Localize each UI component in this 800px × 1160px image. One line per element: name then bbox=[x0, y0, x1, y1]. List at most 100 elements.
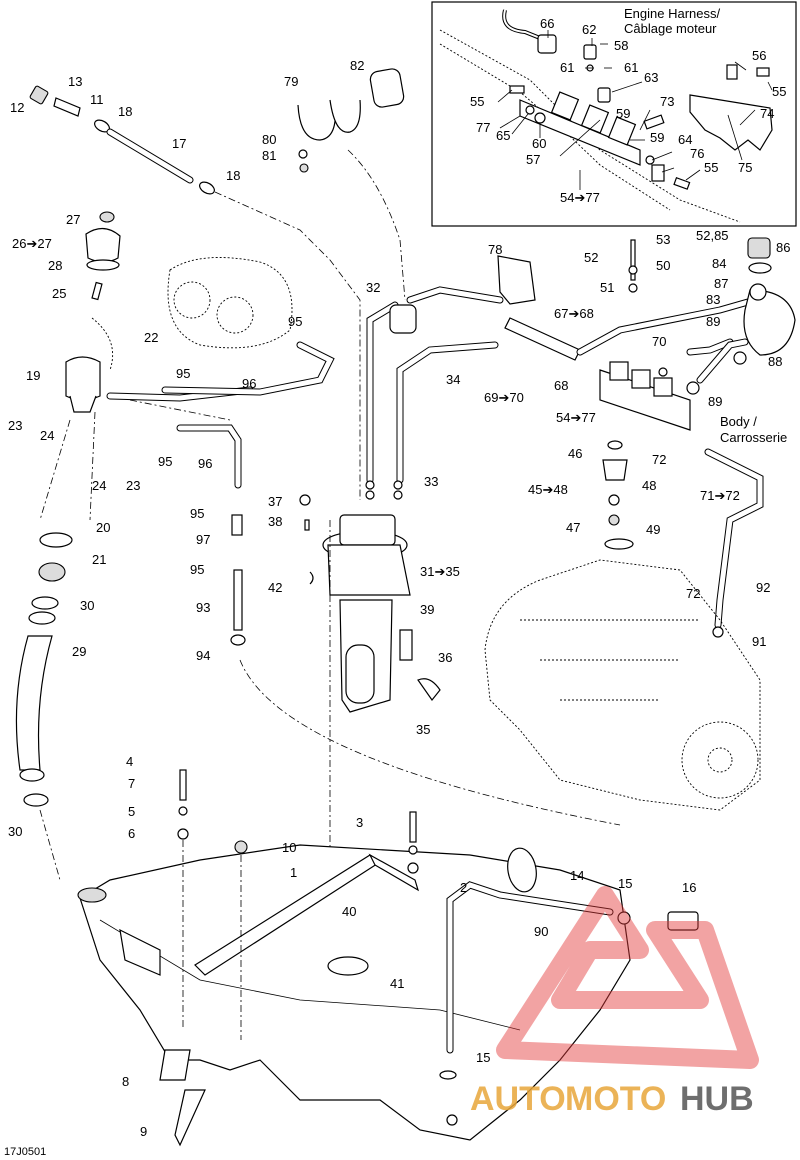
callout-33: 33 bbox=[424, 474, 438, 489]
watermark-logo: AUTO MOTO HUB bbox=[470, 886, 759, 1118]
callout-96a: 96 bbox=[242, 376, 256, 391]
diagram-code: 17J0501 bbox=[4, 1146, 46, 1158]
callout-11: 11 bbox=[90, 92, 104, 107]
callout-15a: 15 bbox=[618, 876, 632, 891]
callout-87: 87 bbox=[714, 276, 728, 291]
callout-71: 71➔72 bbox=[700, 488, 740, 503]
callout-37: 37 bbox=[268, 494, 282, 509]
callout-1: 1 bbox=[290, 865, 297, 880]
callout-26: 26➔27 bbox=[12, 236, 52, 251]
callout-52: 52 bbox=[584, 250, 598, 265]
fuel-rail-assembly bbox=[497, 237, 796, 638]
callout-82: 82 bbox=[350, 58, 364, 73]
callout-95b: 95 bbox=[176, 366, 190, 381]
callout-28: 28 bbox=[48, 258, 62, 273]
fuel-rail-inset bbox=[431, 1, 797, 227]
callout-72b: 72 bbox=[686, 586, 700, 601]
callout-32: 32 bbox=[366, 280, 380, 295]
callout-14: 14 bbox=[570, 868, 584, 883]
callout-76: 76 bbox=[690, 146, 704, 161]
hose-clamps-top bbox=[297, 68, 406, 301]
callout-5: 5 bbox=[128, 804, 135, 819]
callout-53: 53 bbox=[656, 232, 670, 247]
callout-62: 62 bbox=[582, 22, 596, 37]
callout-94: 94 bbox=[196, 648, 210, 663]
fuel-tank bbox=[77, 769, 699, 1147]
callout-68: 68 bbox=[554, 378, 568, 393]
body-label-fr: Carrosserie bbox=[720, 430, 787, 445]
callout-89a: 89 bbox=[706, 314, 720, 329]
callout-80: 80 bbox=[262, 132, 276, 147]
callout-38: 38 bbox=[268, 514, 282, 529]
callout-42: 42 bbox=[268, 580, 282, 595]
callout-18b: 18 bbox=[226, 168, 240, 183]
callout-73: 73 bbox=[660, 94, 674, 109]
callout-21: 21 bbox=[92, 552, 106, 567]
callout-64: 64 bbox=[678, 132, 692, 147]
watermark-text-hub: HUB bbox=[680, 1080, 754, 1118]
callout-95c: 95 bbox=[158, 454, 172, 469]
watermark-text-moto: MOTO bbox=[565, 1080, 666, 1118]
callout-55b: 55 bbox=[772, 84, 786, 99]
callout-56: 56 bbox=[752, 48, 766, 63]
callout-95e: 95 bbox=[190, 562, 204, 577]
callout-55a: 55 bbox=[470, 94, 484, 109]
callout-8: 8 bbox=[122, 1074, 129, 1089]
callout-59a: 59 bbox=[616, 106, 630, 121]
callout-79: 79 bbox=[284, 74, 298, 89]
callout-18a: 18 bbox=[118, 104, 132, 119]
callout-74: 74 bbox=[760, 106, 774, 121]
callout-34: 34 bbox=[446, 372, 460, 387]
engine-harness-label-fr: Câblage moteur bbox=[624, 21, 717, 36]
callout-39: 39 bbox=[420, 602, 434, 617]
callout-97: 97 bbox=[196, 532, 210, 547]
callout-46: 46 bbox=[568, 446, 582, 461]
callout-17: 17 bbox=[172, 136, 186, 151]
callout-30b: 30 bbox=[8, 824, 22, 839]
callout-66: 66 bbox=[540, 16, 554, 31]
callout-60: 60 bbox=[532, 136, 546, 151]
callout-83: 83 bbox=[706, 292, 720, 307]
callout-55c: 55 bbox=[704, 160, 718, 175]
watermark-text-auto: AUTO bbox=[470, 1080, 566, 1118]
filler-neck-assembly bbox=[39, 211, 121, 521]
callout-78: 78 bbox=[488, 242, 502, 257]
callout-77: 77 bbox=[476, 120, 490, 135]
callout-45: 45➔48 bbox=[528, 482, 568, 497]
callout-57: 57 bbox=[526, 152, 540, 167]
callout-81: 81 bbox=[262, 148, 276, 163]
callout-54b: 54➔77 bbox=[556, 410, 596, 425]
callout-22: 22 bbox=[144, 330, 158, 345]
callout-48: 48 bbox=[642, 478, 656, 493]
callout-24a: 24 bbox=[40, 428, 54, 443]
filler-hose-lower bbox=[15, 532, 73, 881]
callout-6: 6 bbox=[128, 826, 135, 841]
callout-49: 49 bbox=[646, 522, 660, 537]
callout-41: 41 bbox=[390, 976, 404, 991]
callout-84: 84 bbox=[712, 256, 726, 271]
callout-50: 50 bbox=[656, 258, 670, 273]
callout-16: 16 bbox=[682, 880, 696, 895]
callout-88: 88 bbox=[768, 354, 782, 369]
callout-7: 7 bbox=[128, 776, 135, 791]
callout-36: 36 bbox=[438, 650, 452, 665]
callout-51: 51 bbox=[600, 280, 614, 295]
callout-labels: 1 2 3 4 5 6 7 8 9 10 11 12 13 14 15 15 1… bbox=[8, 16, 790, 1139]
engine-ghost bbox=[484, 559, 761, 811]
callout-61a: 61 bbox=[560, 60, 574, 75]
callout-30a: 30 bbox=[80, 598, 94, 613]
vent-line-assembly bbox=[29, 85, 361, 500]
callout-29: 29 bbox=[72, 644, 86, 659]
fuel-pump-module bbox=[299, 286, 504, 976]
callout-12: 12 bbox=[10, 100, 24, 115]
throttle-body-ghost bbox=[167, 257, 293, 349]
callout-72a: 72 bbox=[652, 452, 666, 467]
callout-23a: 23 bbox=[8, 418, 22, 433]
callout-13: 13 bbox=[68, 74, 82, 89]
callout-4: 4 bbox=[126, 754, 133, 769]
callout-31: 31➔35 bbox=[420, 564, 460, 579]
callout-19: 19 bbox=[26, 368, 40, 383]
vent-hoses bbox=[106, 341, 621, 826]
callout-58: 58 bbox=[614, 38, 628, 53]
callout-85: 52,85 bbox=[696, 228, 729, 243]
